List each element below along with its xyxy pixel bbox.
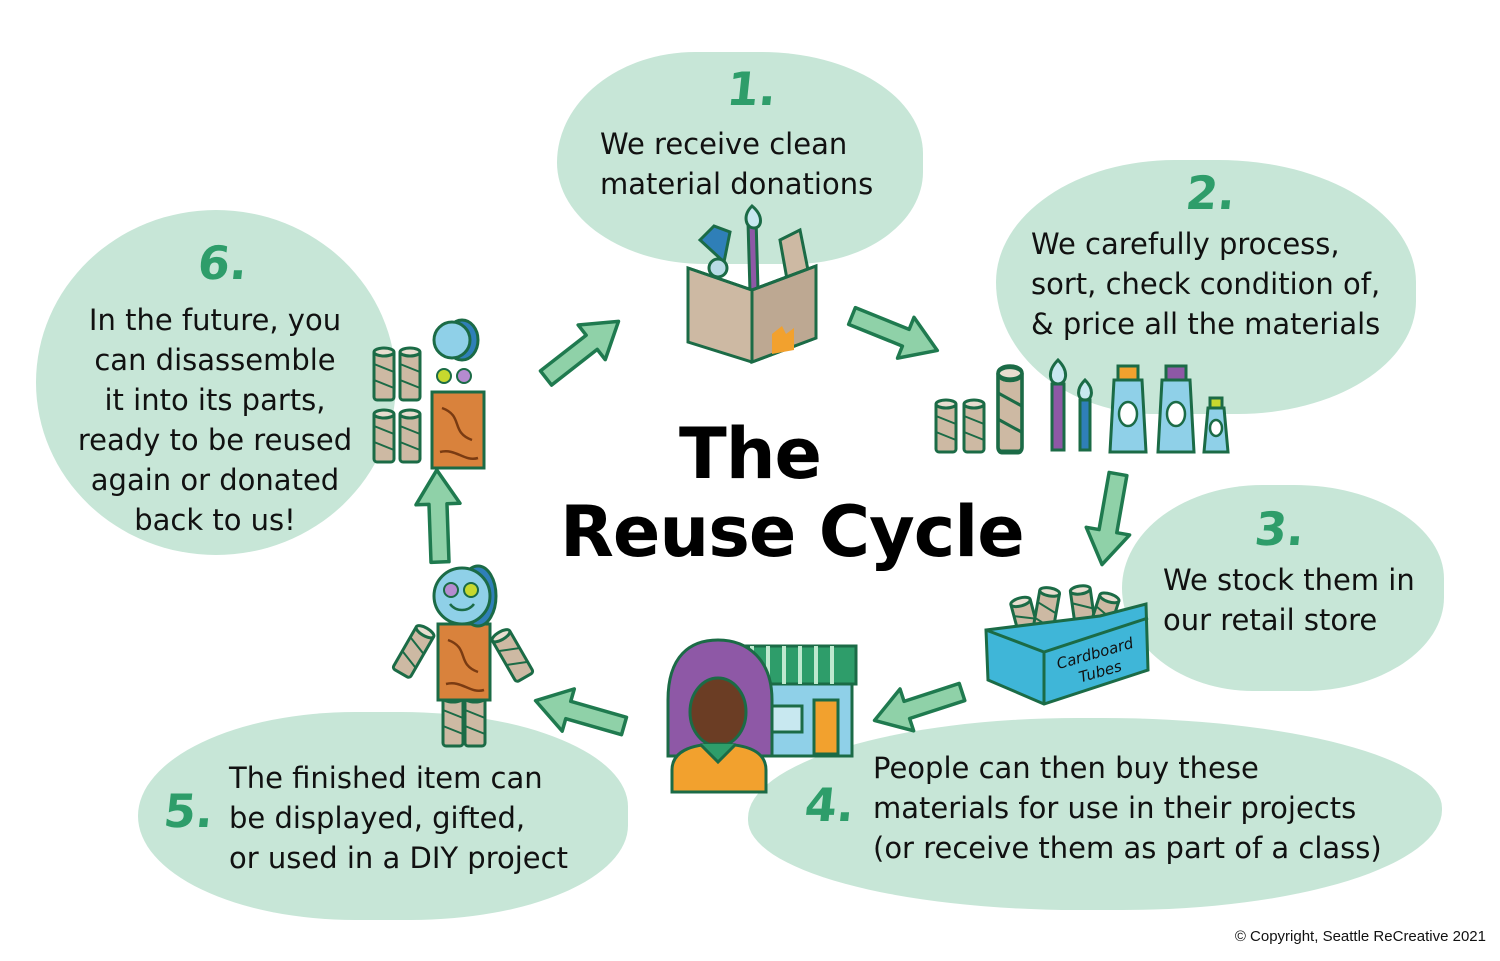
step1-line: We receive clean (600, 127, 848, 161)
step2-line: We carefully process, (1031, 227, 1340, 261)
tube-robot-icon (390, 564, 536, 748)
copyright-notice: © Copyright, Seattle ReCreative 2021 (1234, 928, 1486, 945)
step3-line: our retail store (1163, 603, 1378, 637)
disassembled-parts-icon (372, 318, 486, 470)
step1-text: We receive clean material donations (600, 124, 873, 204)
step6-line: it into its parts, (104, 383, 326, 417)
sorted-materials-icon (934, 357, 1230, 452)
step1-line: material donations (600, 167, 874, 201)
step6-blob (36, 210, 396, 555)
step1-blob (557, 52, 923, 264)
cycle-arrow-icon (842, 293, 948, 373)
step4-blob (748, 718, 1442, 910)
step4-line: (or receive them as part of a class) (873, 831, 1382, 865)
step5-line: or used in a DIY project (229, 841, 568, 875)
cycle-arrow-icon (530, 302, 634, 398)
step6-text: In the future, you can disassemble it in… (56, 300, 374, 540)
step3-line: We stock them in (1163, 563, 1415, 597)
step4-line: materials for use in their projects (873, 791, 1357, 825)
step5-text: The finished item can be displayed, gift… (229, 758, 568, 878)
step2-line: sort, check condition of, (1031, 267, 1381, 301)
cycle-arrow-icon (865, 669, 971, 744)
cycle-arrow-icon (413, 467, 464, 565)
step5-blob (138, 712, 628, 920)
step6-line: back to us! (134, 503, 296, 537)
step3-text: We stock them in our retail store (1163, 560, 1415, 640)
step5-line: The finished item can (229, 761, 543, 795)
cycle-arrow-icon (1078, 468, 1142, 571)
step5-line: be displayed, gifted, (229, 801, 526, 835)
step6-line: In the future, you (88, 303, 342, 337)
step6-line: can disassemble (94, 343, 336, 377)
step6-line: ready to be reused (77, 423, 353, 457)
step3-blob (1122, 485, 1444, 691)
step4-text: People can then buy these materials for … (873, 748, 1382, 868)
step6-line: again or donated (90, 463, 340, 497)
step4-line: People can then buy these (873, 751, 1259, 785)
step2-line: & price all the materials (1031, 307, 1381, 341)
cardboard-tubes-bin-icon: Cardboard Tubes (984, 583, 1150, 706)
donation-box-icon (686, 203, 818, 365)
step2-text: We carefully process, sort, check condit… (1031, 224, 1380, 344)
shopper-storefront-icon (666, 638, 858, 794)
title-line1: The (678, 413, 822, 495)
cycle-arrow-icon (527, 677, 632, 749)
